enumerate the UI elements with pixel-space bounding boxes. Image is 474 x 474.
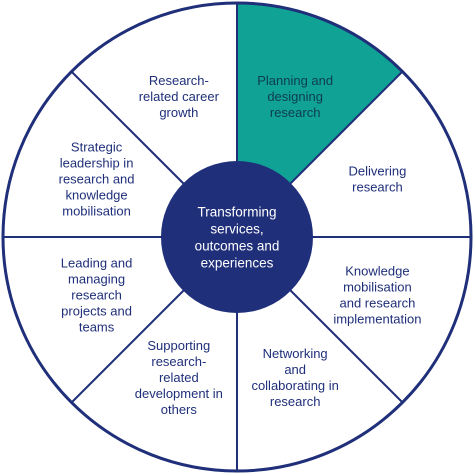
segment-label-line: Research-	[149, 73, 209, 88]
center-label: Transforming services, outcomes and experie…	[195, 205, 280, 271]
segment-label-line: and	[284, 362, 306, 377]
segment-label-line: knowledge	[65, 187, 127, 202]
segment-label-line: related	[159, 370, 199, 385]
segment-label-line: research	[270, 394, 321, 409]
segment-label-line: research-	[151, 354, 206, 369]
segment-label-line: Leading and	[61, 256, 133, 271]
segment-label-line: research	[270, 105, 321, 120]
segment-label-line: mobilisation	[62, 203, 131, 218]
center-circle	[161, 161, 313, 313]
segment-label-line: Planning and	[257, 73, 333, 88]
segment-label-line: research	[352, 179, 403, 194]
segment-label-line: Supporting	[147, 338, 210, 353]
segment-label-line: development in	[135, 386, 223, 401]
segment-label-line: research and	[59, 171, 135, 186]
center-label-line: Transforming	[197, 205, 276, 220]
center-label-line: experiences	[201, 256, 274, 271]
segment-label-line: others	[161, 402, 198, 417]
segment-label-line: Strategic	[71, 139, 123, 154]
segment-label-line: managing	[68, 272, 125, 287]
center-label-line: services,	[210, 222, 263, 237]
segment-label-line: leadership in	[60, 155, 134, 170]
segment-label-line: related career	[139, 89, 220, 104]
segment-label-line: and research	[339, 296, 415, 311]
segment-label-line: teams	[79, 320, 115, 335]
segment-label-line: Delivering	[349, 163, 407, 178]
segment-label-line: projects and	[61, 304, 132, 319]
segment-label-line: Networking	[263, 346, 328, 361]
segment-label-line: collaborating in	[251, 378, 338, 393]
segment-label-line: implementation	[333, 312, 421, 327]
segment-label-line: mobilisation	[343, 280, 412, 295]
segment-label-line: Knowledge	[345, 264, 409, 279]
center-label-line: outcomes and	[195, 239, 280, 254]
segment-label-line: growth	[159, 105, 198, 120]
segment-label-line: research	[71, 288, 122, 303]
segment-label-line: designing	[267, 89, 323, 104]
